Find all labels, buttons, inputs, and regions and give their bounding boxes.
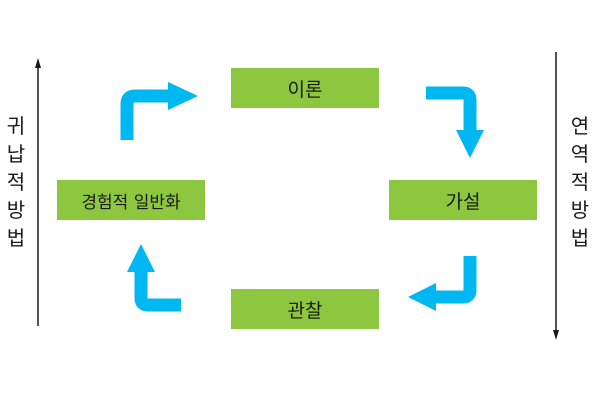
node-theory-label: 이론 <box>287 78 323 101</box>
deductive-axis-arrow <box>553 52 559 340</box>
vertical-label-char: 적 <box>570 170 590 194</box>
node-hypothesis: 가설 <box>389 180 537 220</box>
vertical-label-char: 연 <box>570 114 590 138</box>
arrow-generalization-to-theory <box>120 82 198 140</box>
arrow-theory-to-hypothesis <box>426 86 484 158</box>
arrow-hypothesis-to-observation <box>408 256 477 311</box>
vertical-label-char: 방 <box>6 198 26 222</box>
vertical-label-char: 방 <box>570 198 590 222</box>
node-hypothesis-label: 가설 <box>445 190 481 213</box>
node-observation: 관찰 <box>231 289 379 329</box>
vertical-label-char: 법 <box>570 226 590 250</box>
node-generalization-label: 경험적 일반화 <box>81 192 181 213</box>
vertical-label-char: 법 <box>6 226 26 250</box>
arrow-observation-to-generalization <box>127 244 181 312</box>
vertical-label-char: 적 <box>6 170 26 194</box>
inductive-axis-arrow <box>35 58 41 326</box>
node-theory: 이론 <box>231 68 379 108</box>
node-observation-label: 관찰 <box>287 299 323 322</box>
vertical-label-char: 납 <box>6 142 26 166</box>
vertical-label-char: 역 <box>570 142 590 166</box>
node-generalization: 경험적 일반화 <box>57 180 205 220</box>
vertical-label-char: 귀 <box>6 114 26 138</box>
